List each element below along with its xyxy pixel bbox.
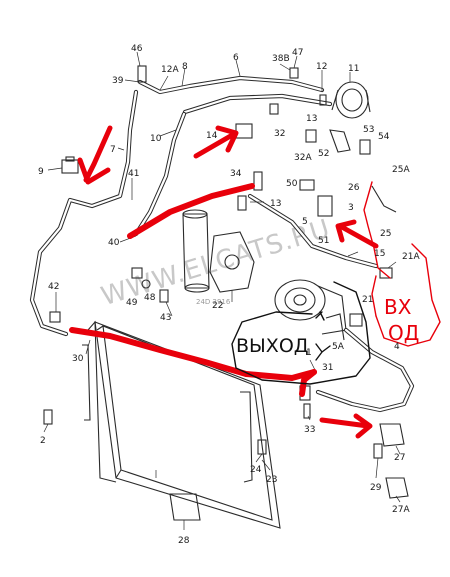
part-label-5A: 5A [332,342,345,352]
part-label-26: 26 [348,183,360,193]
part-label-31: 31 [322,363,333,373]
part-label-47: 47 [292,48,303,58]
part-label-24: 24 [250,465,262,475]
inlet-annotation-top: ВХ [384,295,412,319]
outlet-annotation: ВЫХОД [236,335,309,357]
part-label-12A: 12A [161,65,179,75]
part-label-32: 32 [274,129,285,139]
part-label-8: 8 [182,62,188,72]
part-label-32A: 32A [294,153,312,163]
part-label-3: 3 [348,203,354,213]
outlet-scribble [231,281,371,385]
part-label-15: 15 [374,249,385,259]
part-label-13a: 13 [306,114,317,124]
inlet-annotation-bottom: ОД [388,321,419,345]
part-label-54: 54 [378,132,390,142]
part-label-42: 42 [48,282,59,292]
fittings [43,65,409,521]
part-label-43: 43 [160,313,171,323]
part-label-39: 39 [112,76,124,86]
part-label-38B: 38B [272,54,290,64]
drawing-code: 24D 2916 [196,298,231,306]
part-label-21A: 21A [402,252,420,262]
part-label-22: 22 [212,301,223,311]
part-label-4: 4 [394,342,400,352]
part-label-34: 34 [230,169,242,179]
compressor [274,279,347,341]
part-label-28: 28 [178,536,190,546]
part-label-23: 23 [266,475,277,485]
part-label-48: 48 [144,293,156,303]
part-label-6: 6 [233,53,239,63]
part-label-10: 10 [150,134,162,144]
part-label-29: 29 [370,483,382,493]
part-label-49: 49 [126,298,138,308]
part-label-21: 21 [362,295,373,305]
part-label-1: 1 [306,348,312,358]
part-label-7: 7 [110,145,116,155]
refrigerant-lines [29,75,415,413]
part-label-53: 53 [363,125,374,135]
part-label-9: 9 [38,167,44,177]
part-label-33: 33 [304,425,315,435]
receiver-drier [182,209,255,293]
part-label-52: 52 [318,149,329,159]
part-label-27A: 27A [392,505,410,515]
leader-lines [43,51,401,530]
part-label-25A: 25A [392,165,410,175]
part-label-27: 27 [394,453,405,463]
red-markup [69,125,441,439]
part-label-14: 14 [206,131,218,141]
part-label-13b: 13 [270,199,281,209]
part-label-12: 12 [316,62,327,72]
part-label-41: 41 [128,169,139,179]
part-label-5: 5 [302,217,308,227]
evaporator-valve [331,81,371,119]
part-label-46: 46 [131,44,143,54]
part-label-40: 40 [108,238,120,248]
part-label-11: 11 [348,64,359,74]
part-label-50: 50 [286,179,298,189]
part-label-2: 2 [40,436,46,446]
part-label-51: 51 [318,236,329,246]
part-label-25: 25 [380,229,391,239]
part-label-30: 30 [72,354,84,364]
